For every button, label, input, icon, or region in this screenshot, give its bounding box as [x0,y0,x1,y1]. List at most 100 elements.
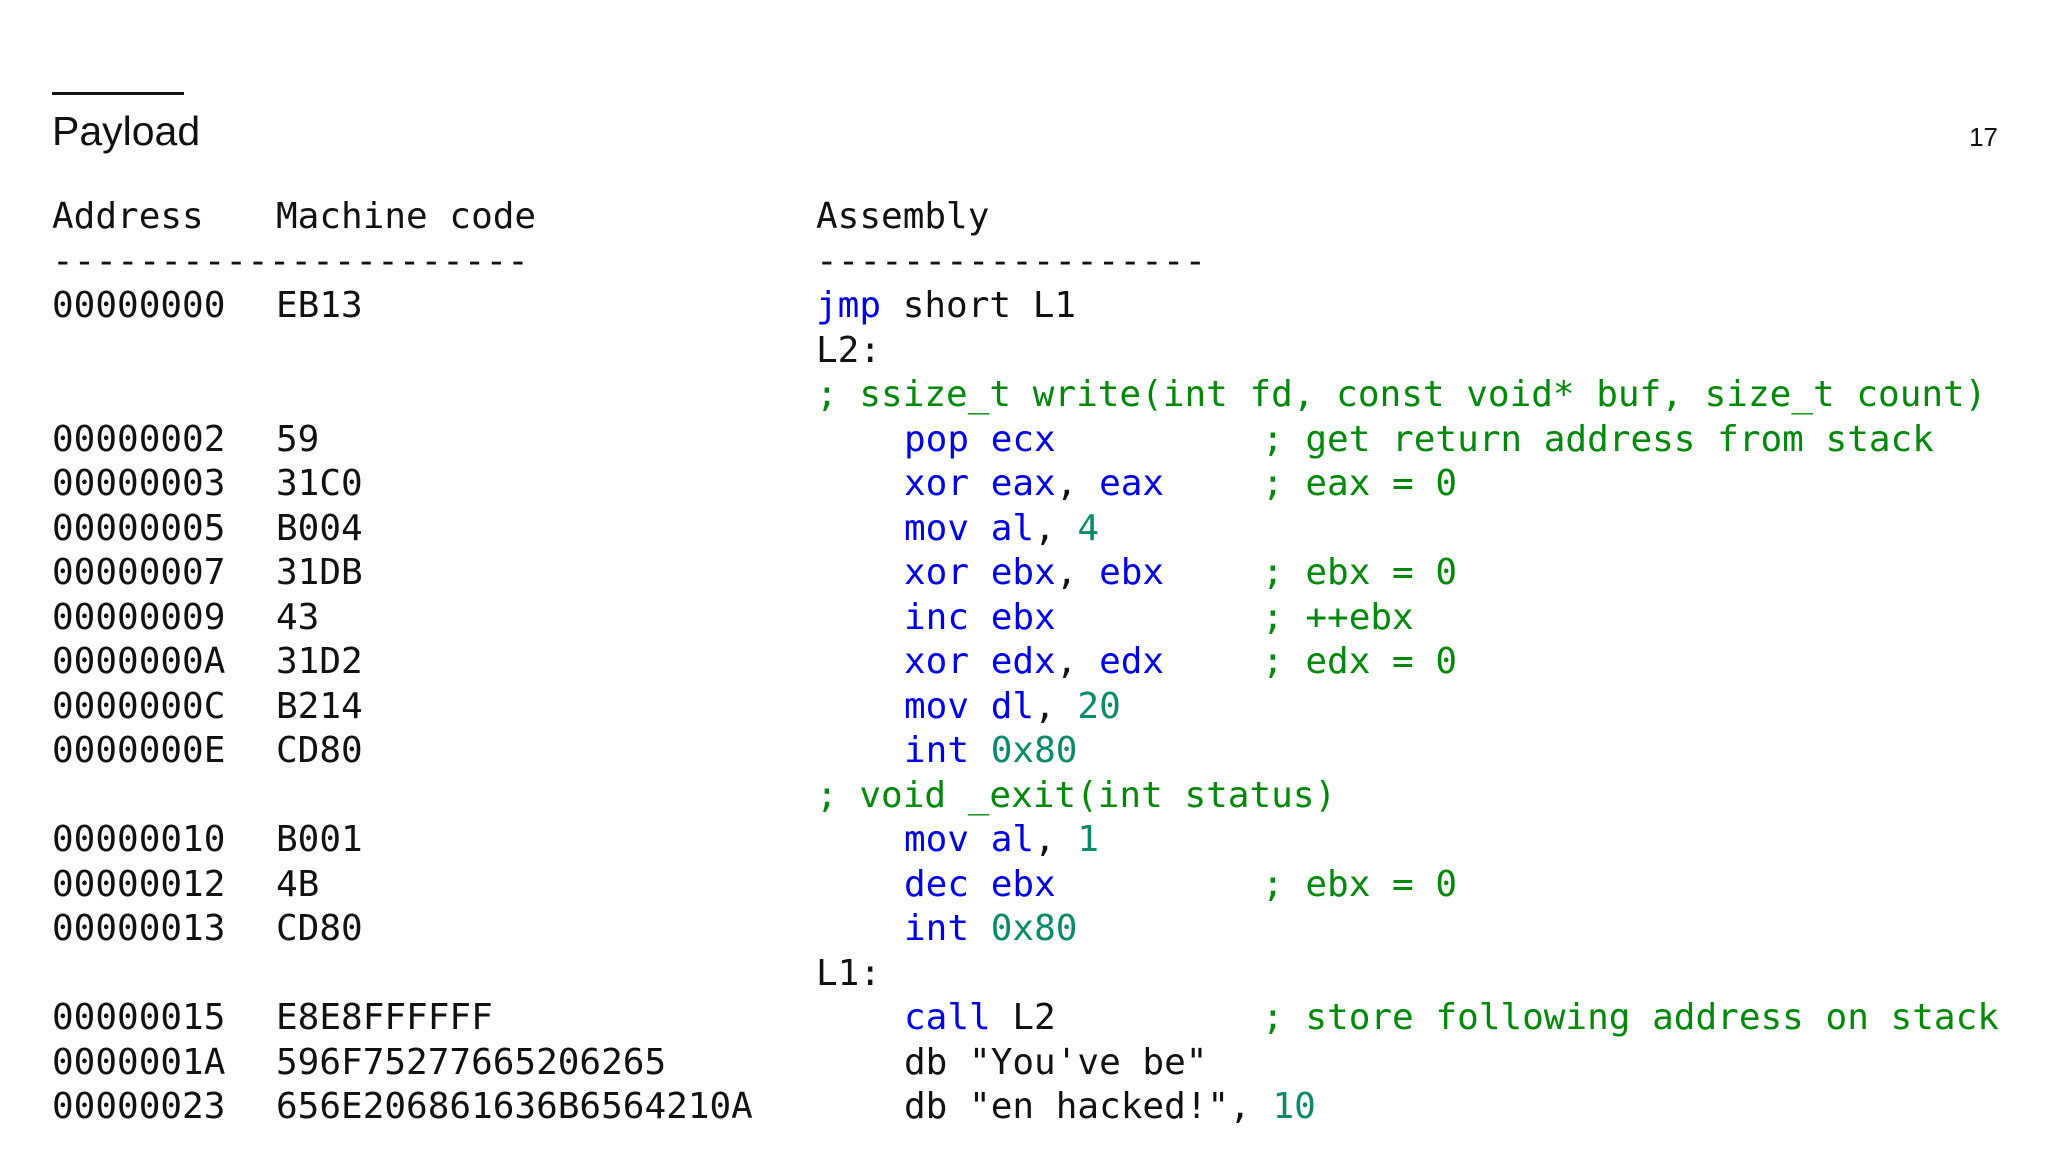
address-cell: 0000000C [52,685,226,727]
machine-code-cell: 4B [276,863,320,905]
instruction: mov al, 1 [904,818,1262,863]
instruction: xor ebx, ebx [904,551,1262,596]
inline-comment: ; ebx = 0 [1262,863,1458,905]
machine-code-cell: 59 [276,418,320,460]
assembly-cell: mov dl, 20 [816,685,1262,730]
assembly-cell: xor ebx, ebx; ebx = 0 [816,551,1457,596]
code-comment: ; void _exit(int status) [816,774,1337,816]
machine-code-cell: B214 [276,685,363,727]
assembly-cell: mov al, 4 [816,507,1262,552]
code-row: L1: [52,952,1999,997]
instruction: int 0x80 [904,907,1262,952]
code-row: 00000023 656E206861636B6564210A db "en hac… [52,1085,1999,1130]
assembly-header: Assembly [816,196,990,237]
instruction: call L2 [904,996,1262,1041]
code-row: L2: [52,329,1999,374]
code-keyword: int [904,730,970,771]
code-text: , [1055,463,1100,504]
assembly-cell: call L2; store following address on stac… [816,996,1999,1041]
code-keyword: mov al [904,819,1035,860]
instruction: pop ecx [904,418,1262,463]
assembly-cell: inc ebx; ++ebx [816,596,1414,641]
code-keyword: xor eax [904,463,1056,504]
address-header: Address [52,196,204,237]
address-cell: 00000013 [52,908,226,949]
code-row: 00000007 31DB xor ebx, ebx; ebx = 0 [52,551,1999,596]
assembly-cell: L1: [816,952,881,997]
left-separator: ---------------------- [52,240,529,282]
address-cell: 00000009 [52,596,226,638]
machine-code-cell: CD80 [276,908,363,949]
address-cell: 00000002 [52,418,226,460]
address-cell: 00000000 [52,285,226,326]
page-number: 17 [1969,122,1998,152]
machine-code-header: Machine code [276,196,537,237]
code-number: 10 [1272,1086,1316,1127]
code-keyword: pop ecx [904,418,1056,460]
code-row: ; void _exit(int status) [52,774,1999,819]
code-text: short L1 [881,285,1077,326]
code-keyword: xor edx [904,641,1056,682]
assembly-cell: jmp short L1 [816,284,1076,329]
address-cell: 00000023 [52,1086,226,1127]
code-text: , [1034,507,1078,549]
machine-code-cell: 31D2 [276,641,363,682]
address-cell: 0000000A [52,641,226,682]
machine-code-cell: EB13 [276,285,363,326]
instruction: xor edx, edx [904,640,1262,685]
code-keyword: xor ebx [904,552,1056,593]
code-text: db "You've be" [904,1041,1208,1083]
code-keyword: inc ebx [904,596,1056,638]
assembly-cell: ; void _exit(int status) [816,774,1336,819]
assembly-cell: int 0x80 [816,907,1262,952]
assembly-cell: db "You've be" [816,1041,1262,1086]
code-keyword: jmp [816,285,882,326]
code-keyword: mov al [904,507,1035,549]
machine-code-cell: B004 [276,507,363,549]
code-keyword: dec ebx [904,863,1056,905]
code-row: 0000000A 31D2 xor edx, edx; edx = 0 [52,640,1999,685]
code-row: ; ssize_t write(int fd, const void* buf,… [52,373,1999,418]
code-number: 20 [1077,685,1121,727]
code-keyword: int [904,908,970,949]
code-text: db "en hacked!", [904,1086,1273,1127]
instruction: int 0x80 [904,729,1262,774]
instruction: ; void _exit(int status) [816,775,1336,816]
slide-title: Payload [52,108,201,154]
inline-comment: ; ebx = 0 [1262,552,1458,593]
code-row: 00000000 EB13 jmp short L1 [52,284,1999,329]
instruction: jmp short L1 [816,285,1076,326]
code-keyword: ebx [1099,552,1165,593]
instruction: L2: [816,330,881,371]
code-number: 0x80 [990,730,1078,771]
machine-code-cell: 656E206861636B6564210A [276,1086,753,1127]
code-listing: Address Machine code Assembly ------------… [52,195,1999,1130]
machine-code-cell: 596F75277665206265 [276,1041,667,1083]
address-cell: 00000007 [52,552,226,593]
address-cell: 00000010 [52,819,226,860]
code-row: 00000002 59 pop ecx; get return address fr… [52,418,1999,463]
instruction: mov dl, 20 [904,685,1262,730]
inline-comment: ; edx = 0 [1262,641,1458,682]
assembly-cell: db "en hacked!", 10 [816,1085,1316,1130]
assembly-cell: dec ebx ; ebx = 0 [816,863,1457,908]
assembly-cell: xor edx, edx; edx = 0 [816,640,1457,685]
instruction: mov al, 4 [904,507,1262,552]
code-comment: ; ssize_t write(int fd, const void* buf,… [816,374,1987,415]
code-text: , [1034,819,1078,860]
instruction: ; ssize_t write(int fd, const void* buf,… [816,374,1986,415]
assembly-cell: L2: [816,329,881,374]
instruction: db "You've be" [904,1041,1262,1086]
separator-row: ---------------------------------------- [52,240,1999,285]
machine-code-cell: CD80 [276,730,363,771]
code-text: , [1055,641,1100,682]
machine-code-cell: 31DB [276,552,363,593]
assembly-cell: pop ecx; get return address from stack [816,418,1934,463]
instruction: xor eax, eax [904,462,1262,507]
machine-code-cell: 43 [276,596,320,638]
address-cell: 0000001A [52,1041,226,1083]
instruction: dec ebx [904,863,1262,908]
